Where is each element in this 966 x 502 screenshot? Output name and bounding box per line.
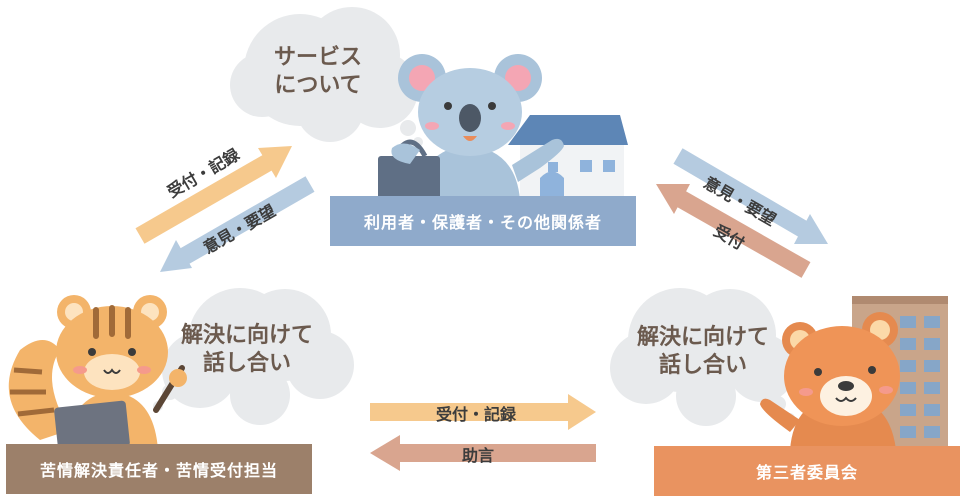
label-bottom-right: 受付・記録: [436, 405, 517, 424]
right-bubble-line1: 解決に向けて: [636, 325, 769, 350]
top-thought-bubble: [230, 7, 423, 147]
banner-third-party-committee: 第三者委員会: [755, 463, 858, 482]
left-bubble-line1: 解決に向けて: [180, 323, 313, 348]
squirrel-illustration: [8, 295, 187, 454]
right-arrow-up: [656, 184, 811, 278]
label-bottom-left: 助言: [462, 446, 495, 465]
right-arrow-down: [673, 148, 828, 244]
bottom-arrow-right: [370, 394, 596, 430]
left-bubble-line2: 話し合い: [202, 351, 291, 376]
left-bubble-text: 解決に向けて 話し合い: [172, 322, 322, 378]
banner-complaint-officer: 苦情解決責任者・苦情受付担当: [39, 461, 278, 480]
right-bubble-text: 解決に向けて 話し合い: [628, 324, 778, 380]
bottom-arrow-left: [370, 435, 596, 471]
right-thought-bubble: [610, 288, 796, 426]
left-banner-bg: [6, 444, 312, 494]
top-banner-bg: [330, 196, 636, 246]
top-bubble-line2: について: [274, 73, 362, 98]
bear-illustration: [760, 312, 900, 450]
left-arrow-up: [135, 146, 292, 244]
koala-illustration: [378, 54, 564, 202]
right-banner-bg: [654, 446, 960, 496]
left-arrow-down: [160, 176, 315, 272]
banner-users: 利用者・保護者・その他関係者: [363, 213, 602, 232]
top-bubble-line1: サービス: [273, 45, 362, 70]
top-bubble-text: サービス について: [258, 44, 378, 100]
right-bubble-line2: 話し合い: [658, 353, 747, 378]
